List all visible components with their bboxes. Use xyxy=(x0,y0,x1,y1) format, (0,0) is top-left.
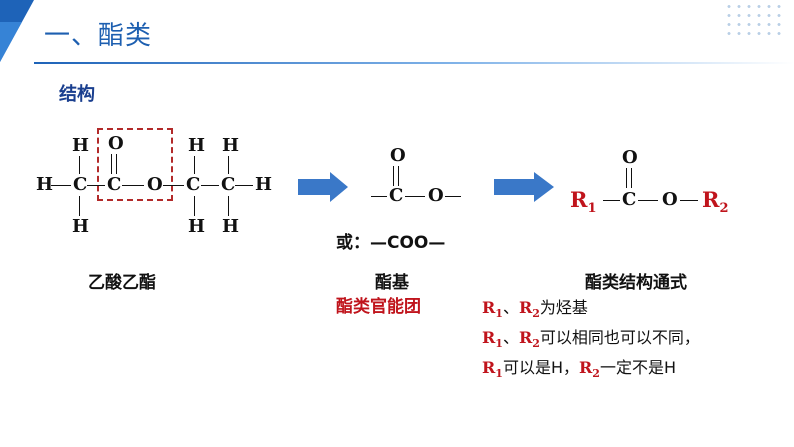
note-line-2: R1、R2可以相同也可以不同， xyxy=(482,328,700,351)
bond xyxy=(603,200,620,202)
atom-h: H xyxy=(222,216,240,237)
note-line-3: R1可以是H，R2一定不是H xyxy=(482,358,676,381)
arrow-right-icon xyxy=(494,172,554,202)
double-bond xyxy=(626,168,628,188)
atom-h: H xyxy=(188,135,206,156)
functional-group-label: 酯类官能团 xyxy=(336,297,421,317)
double-bond xyxy=(116,154,118,174)
atom-o: O xyxy=(147,174,163,195)
atom-o: O xyxy=(428,185,444,206)
ester-group-label: 酯基 xyxy=(375,273,409,293)
header-divider xyxy=(34,62,794,64)
notes-block: R1、R2为烃基 R1、R2可以相同也可以不同， R1可以是H，R2一定不是H xyxy=(482,296,700,387)
atom-h: H xyxy=(188,216,206,237)
atom-h: H xyxy=(255,174,273,195)
double-bond xyxy=(631,168,633,188)
atom-o: O xyxy=(390,145,406,166)
atom-c: C xyxy=(221,174,236,195)
r2-group: R2 xyxy=(702,187,729,217)
note-line-1: R1、R2为烃基 xyxy=(482,298,588,321)
bond xyxy=(228,196,230,216)
atom-o: O xyxy=(622,147,638,168)
atom-c: C xyxy=(107,174,122,195)
atom-h: H xyxy=(72,216,90,237)
bond xyxy=(51,185,71,187)
dot-pattern-decoration xyxy=(724,2,784,36)
arrow-right-icon xyxy=(298,172,348,202)
bond xyxy=(194,156,196,174)
double-bond xyxy=(111,154,113,174)
bond xyxy=(194,196,196,216)
ester-group-highlight-box xyxy=(97,128,173,201)
bond xyxy=(122,185,144,187)
bond xyxy=(445,196,461,198)
bond xyxy=(79,156,81,174)
atom-c: C xyxy=(73,174,88,195)
atom-h: H xyxy=(222,135,240,156)
atom-o: O xyxy=(108,133,124,154)
section-title: 结构 xyxy=(59,84,95,105)
bond xyxy=(201,185,219,187)
double-bond xyxy=(393,166,395,186)
bond xyxy=(235,185,253,187)
atom-c: C xyxy=(389,185,404,206)
bond xyxy=(371,196,387,198)
r1-group: R1 xyxy=(570,187,597,217)
atom-c: C xyxy=(186,174,201,195)
bond xyxy=(405,196,425,198)
atom-c: C xyxy=(622,189,637,210)
double-bond xyxy=(398,166,400,186)
ethyl-acetate-label: 乙酸乙酯 xyxy=(88,273,156,293)
bond xyxy=(163,185,184,187)
general-formula-label: 酯类结构通式 xyxy=(585,273,687,293)
atom-h: H xyxy=(36,174,54,195)
bond xyxy=(87,185,105,187)
bond xyxy=(680,200,698,202)
header-decoration-accent xyxy=(0,22,22,62)
atom-h: H xyxy=(72,135,90,156)
bond xyxy=(228,156,230,174)
atom-o: O xyxy=(662,189,678,210)
bond xyxy=(79,196,81,216)
bond xyxy=(638,200,658,202)
page-title: 一、酯类 xyxy=(44,21,153,51)
ester-group-alt-formula: 或：—COO— xyxy=(336,233,446,253)
